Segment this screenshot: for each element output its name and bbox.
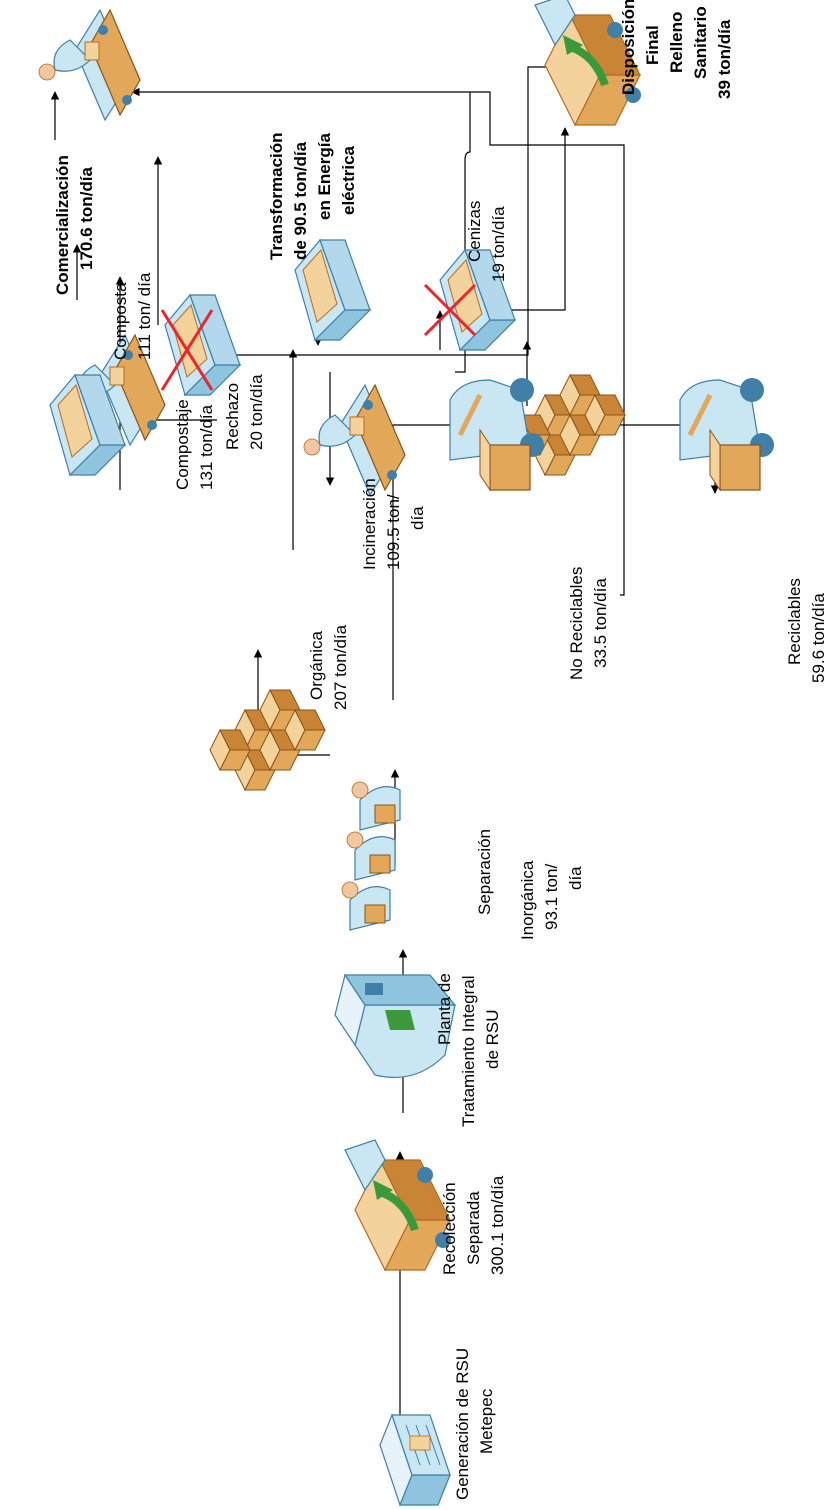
label-reciclables: Reciclables 59.6 ton/día [785,573,828,683]
workers-icon [341,881,391,931]
label-inorganica: Inorgánica 93.1 ton/ día [518,856,585,940]
label-compostaje: Compostaje 131 ton/día [173,395,216,490]
label-recoleccion: Recolección Separada 300.1 ton/día [440,1175,507,1275]
label-planta: Planta de Tratamiento Integral de RSU [435,968,502,1127]
label-disposicion: Disposición Final Relleno Sanitario 39 t… [619,0,734,99]
label-cenizas: Cenizas 19 ton/día [465,196,508,282]
workers-icon [351,781,401,831]
label-organica: Orgánica 207 ton/día [307,624,350,710]
conveyor-worker-icon [303,384,406,496]
label-separacion: Separación [475,829,494,915]
workers-icon [346,831,396,881]
building-icon [379,1414,451,1506]
forklift-icon [680,378,774,490]
label-no-reciclables: No Reciclables 33.5 ton/día [567,562,610,680]
forklift-icon [450,378,544,490]
boxes-icon [209,689,326,791]
labels: Generación de RSU Metepec Recolección Se… [53,0,828,1500]
label-incineracion: Incineración 109.5 ton/ día [360,474,427,570]
label-composta: Composta 111 ton/ día [111,272,154,360]
label-transformacion: Transformación de 90.5 ton/día en Energí… [267,128,358,260]
label-comercializacion: Comercialización 170.6 ton/día [53,150,96,295]
conveyor-worker-icon [38,9,141,121]
truck-collection-icon [345,1140,451,1270]
label-generacion: Generación de RSU Metepec [453,1343,496,1500]
label-rechazo: Rechazo 20 ton/día [223,374,266,450]
